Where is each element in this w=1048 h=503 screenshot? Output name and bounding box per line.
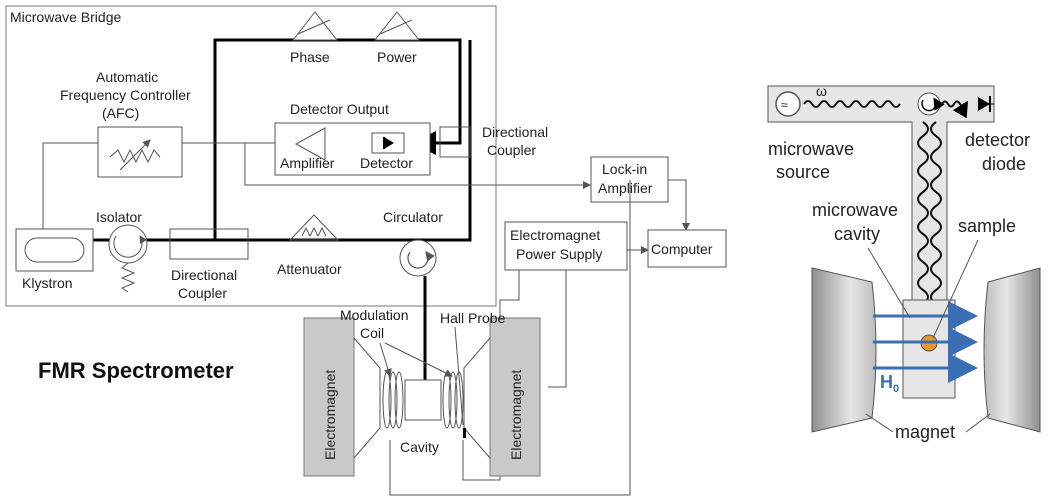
right-pole-piece (463, 337, 491, 459)
phase-label: Phase (290, 49, 330, 65)
microwave-wave-icon (803, 100, 901, 108)
dir-coupler-bottom-label-2: Coupler (178, 285, 227, 301)
detector-wave-icon (941, 100, 969, 119)
phase-arrow-icon (297, 19, 331, 35)
em-power-supply-box (504, 221, 628, 271)
detector-diode-label-1: detector (965, 130, 1030, 150)
fmr-spectrometer-title: FMR Spectrometer (38, 358, 234, 383)
electromagnet-left-label: Electromagnet (322, 370, 338, 460)
modulation-coil-label-2: Coil (360, 325, 384, 341)
amplifier-label: Amplifier (280, 155, 335, 171)
magnet-pointer-right (965, 413, 991, 433)
modulation-coil-pointer-1 (379, 342, 392, 377)
microwave-source-icon (775, 91, 801, 117)
isolator-label: Isolator (96, 209, 142, 225)
computer-box (647, 229, 727, 268)
attenuator-triangle-icon (288, 214, 340, 241)
modulation-coil-pointer-2 (384, 342, 453, 377)
cavity-pointer-line (867, 247, 911, 319)
detector-diode-small-icon (978, 97, 990, 111)
afc-label-1: Automatic (96, 69, 158, 85)
isolator-arrow-icon (113, 235, 148, 258)
detector-diode-icon (384, 137, 394, 149)
signal-to-lockin-line (244, 143, 591, 189)
circulator-small-arrow (921, 97, 945, 112)
magnet-assembly: Electromagnet Electromagnet Cavity Modul… (303, 307, 541, 477)
isolator-load-icon (120, 262, 136, 293)
source-wave-glyph: ≈ (781, 98, 788, 112)
modulation-coil-wire (389, 180, 631, 496)
microwave-bridge-frame (5, 5, 497, 307)
em-supply-label-2: Power Supply (516, 246, 602, 262)
h0-label: H (880, 372, 893, 392)
cavity-label: Cavity (400, 439, 439, 455)
dir-coupler-top-label-2: Coupler (487, 142, 536, 158)
circulator-arrow-icon (407, 251, 435, 269)
magnet-right-pole (983, 267, 1041, 433)
power-label: Power (377, 49, 417, 65)
afc-feed-line (42, 142, 98, 229)
detector-output-label: Detector Output (290, 101, 389, 117)
microwave-cavity-label-2: cavity (834, 224, 880, 244)
lockin-to-computer-line (668, 179, 690, 231)
omega-label: ω (816, 83, 827, 99)
waveguide-main-line (93, 40, 472, 242)
sample-label: sample (958, 216, 1016, 236)
klystron-label: Klystron (22, 275, 73, 291)
dir-coupler-bottom-label-1: Directional (171, 267, 237, 283)
hall-probe-icon (463, 428, 466, 438)
hall-probe-pointer (454, 326, 464, 426)
dir-coupler-top-box (439, 126, 471, 158)
circulator-icon (399, 239, 437, 277)
computer-label: Computer (651, 241, 713, 257)
hall-probe-label: Hall Probe (440, 310, 506, 326)
microwave-source-label-1: microwave (768, 139, 854, 159)
schematic-right: ≈ ω H 0 microwave source detector diode … (767, 83, 1041, 442)
microwave-bridge-title: Microwave Bridge (10, 9, 121, 25)
lockin-label-1: Lock-in (602, 161, 647, 177)
magnet-left-pole (811, 267, 877, 433)
sample-pointer-line (932, 239, 979, 339)
detector-diode-label-2: diode (982, 154, 1026, 174)
wave-down-icon (917, 121, 929, 305)
microwave-bridge: Microwave Bridge Phase Power Automatic F… (5, 5, 591, 380)
electromagnet-left-block (303, 317, 355, 477)
em-supply-label-1: Electromagnet (510, 227, 600, 243)
klystron-tube-icon (24, 237, 85, 263)
modulation-coil-left-2 (388, 371, 398, 429)
modulation-coil-left-3 (394, 371, 404, 429)
external-electronics: Lock-in Amplifier Electromagnet Power Su… (389, 156, 727, 496)
afc-label-2: Frequency Controller (60, 87, 191, 103)
circulator-label: Circulator (383, 209, 443, 225)
modulation-coil-label-1: Modulation (340, 307, 409, 323)
afc-resistor-icon (109, 148, 161, 164)
attenuator-label: Attenuator (277, 261, 342, 277)
power-attenuator-icon (373, 11, 421, 41)
left-pole-piece (353, 337, 381, 459)
dir-coupler-top-label-1: Directional (482, 124, 548, 140)
modulation-coil-right-2 (448, 371, 458, 429)
amplifier-triangle-icon (294, 127, 326, 161)
magnet-label: magnet (895, 422, 955, 442)
h0-subscript: 0 (893, 383, 899, 395)
wave-up-icon (930, 121, 942, 305)
microwave-source-label-2: source (776, 162, 830, 182)
supply-to-magnet-wire (548, 270, 567, 388)
afc-label-3: (AFC) (102, 105, 139, 121)
phase-shifter-icon (291, 11, 339, 41)
cavity-box (404, 379, 442, 421)
lockin-label-2: Amplifier (598, 180, 653, 196)
detector-label: Detector (360, 155, 413, 171)
magnet-pointer-left (865, 413, 894, 433)
dir-coupler-bottom-box (169, 228, 249, 260)
afc-variable-arrow-icon (119, 139, 151, 171)
afc-box (97, 126, 183, 178)
microwave-cavity-label-1: microwave (812, 200, 898, 220)
electromagnet-right-block (489, 317, 541, 477)
electromagnet-right-label: Electromagnet (508, 370, 524, 460)
power-arrow-icon (379, 19, 413, 35)
attenuator-resistor-icon (301, 226, 327, 238)
waveguide-top-loop (213, 38, 462, 240)
